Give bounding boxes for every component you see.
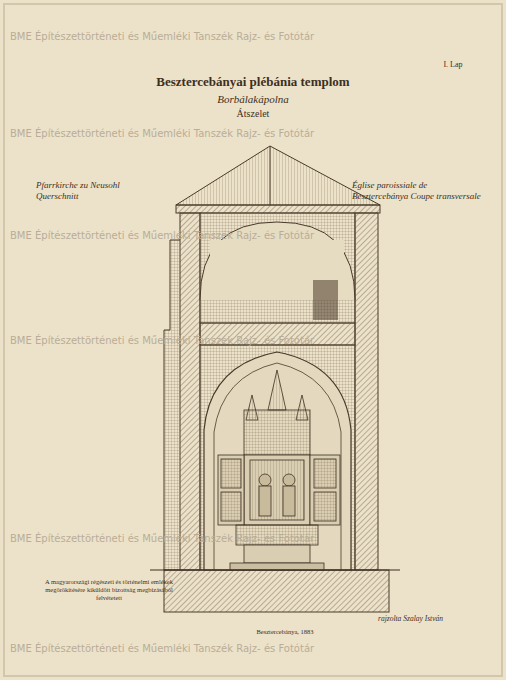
- sheet-label: Borbálakápolna: [153, 93, 353, 106]
- sheet-label: I. Lap: [418, 60, 488, 70]
- sheet-label: A magyarországi régészeti és történelmi …: [40, 578, 178, 601]
- watermark: BME Építészettörténeti és Műemléki Tansz…: [10, 643, 350, 655]
- watermark: BME Építészettörténeti és Műemléki Tansz…: [10, 128, 350, 140]
- watermark: BME Építészettörténeti és Műemléki Tansz…: [10, 335, 350, 347]
- sheet-title: Besztercebányai plébánia templom: [0, 74, 506, 90]
- watermark: BME Építészettörténeti és Műemléki Tansz…: [10, 533, 350, 545]
- watermark: BME Építészettörténeti és Műemléki Tansz…: [10, 230, 350, 242]
- watermark: BME Építészettörténeti és Műemléki Tansz…: [10, 31, 350, 43]
- sheet-label: Besztercebánya, 1883: [225, 628, 345, 636]
- sheet-label: Átszelet: [153, 108, 353, 120]
- sheet-label: Pfarrkirche zu Neusohl Querschnitt: [36, 180, 136, 202]
- sheet-label: Église paroissiale de Besztercebánya Cou…: [352, 180, 482, 202]
- sheet-label: rajzolta Szalay István: [378, 614, 488, 623]
